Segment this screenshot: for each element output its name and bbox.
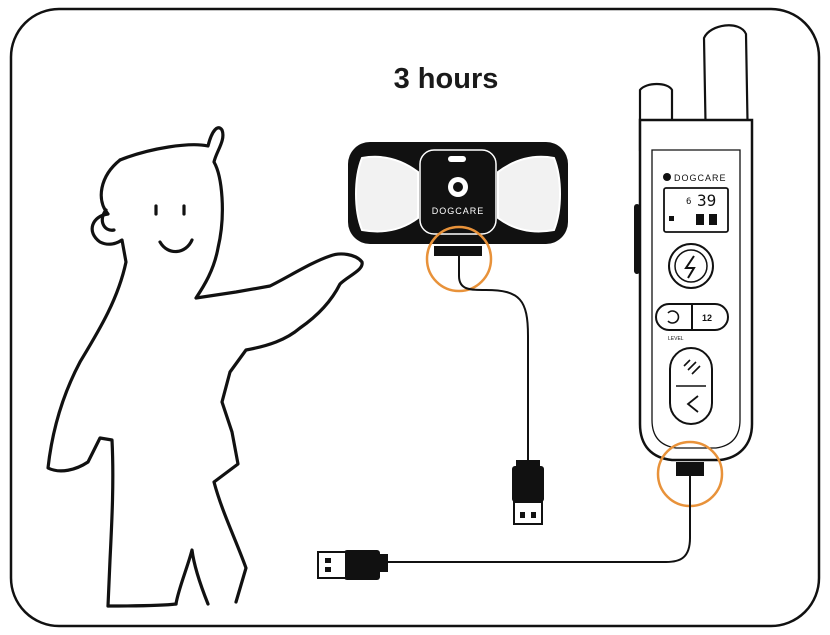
remote-side-button (634, 204, 640, 274)
vibration-icon (683, 359, 701, 375)
shock-button-ring (674, 249, 708, 283)
lcd-battery-icon-2 (709, 214, 717, 225)
dog-switch-label: 12 (702, 313, 712, 323)
remote-charging-port (676, 462, 704, 476)
remote-lcd-screen (663, 187, 729, 233)
usb-plug-horizontal (317, 550, 388, 580)
lcd-battery-icon-1 (696, 214, 704, 225)
person-leg-outline (106, 602, 178, 608)
usb-plug-vertical (512, 460, 544, 525)
remote-inner-outline (651, 149, 741, 449)
collar-receiver: DOGCARE (348, 142, 568, 293)
collar-cable (458, 256, 529, 460)
person-illustration (46, 126, 364, 608)
charging-time-label: 3 hours (394, 63, 499, 95)
lightning-icon (684, 255, 696, 279)
collar-wing-right (497, 155, 561, 233)
remote-transmitter: DOGCARE 6 39 12 LEVEL (634, 24, 754, 508)
remote-logo-icon (663, 173, 671, 181)
level-label: LEVEL (668, 336, 684, 342)
collar-logo-inner (453, 182, 463, 192)
person-ear (100, 208, 116, 232)
person-smile (158, 238, 194, 254)
lcd-channel: 6 (686, 197, 691, 207)
lcd-lock-icon (669, 216, 674, 221)
person-leg-split (174, 548, 210, 606)
person-torso-left (46, 158, 128, 608)
collar-led (448, 156, 466, 162)
collar-port-highlight (425, 225, 493, 293)
remote-cable (386, 476, 691, 563)
remote-brand-label: DOGCARE (674, 173, 727, 183)
person-head (118, 126, 364, 604)
beep-icon (686, 395, 699, 413)
cycle-icon (667, 310, 680, 324)
lcd-level-value: 39 (697, 191, 716, 210)
collar-wing-left (355, 155, 419, 233)
collar-charging-port (434, 246, 482, 256)
collar-brand-label: DOGCARE (432, 206, 485, 216)
